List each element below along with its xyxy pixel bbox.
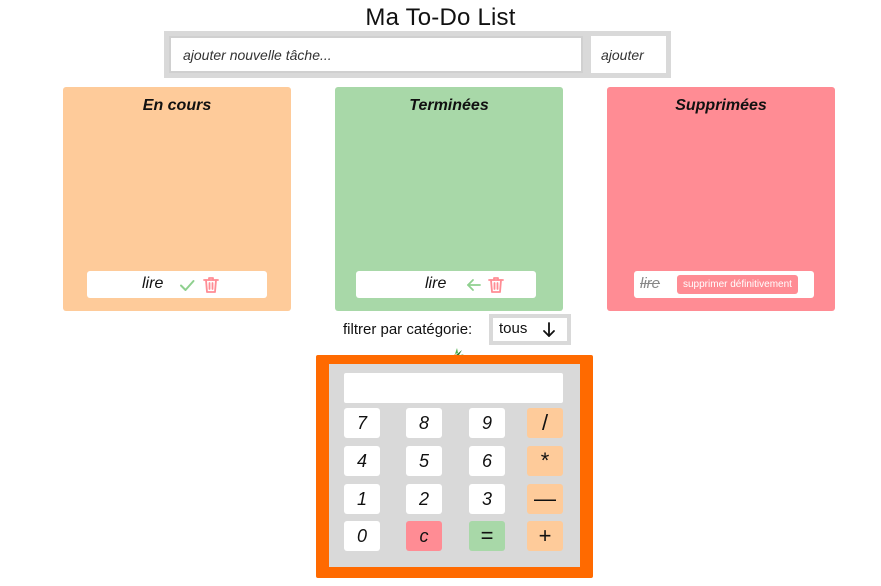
- task-item: lire: [87, 271, 267, 298]
- trash-icon[interactable]: [486, 275, 506, 295]
- column-title: Supprimées: [675, 97, 767, 114]
- task-label: lire: [640, 275, 661, 292]
- key-4[interactable]: 4: [344, 446, 380, 476]
- category-select[interactable]: tous: [489, 314, 571, 345]
- key-1[interactable]: 1: [344, 484, 380, 514]
- key-2[interactable]: 2: [406, 484, 442, 514]
- key-equals[interactable]: =: [469, 521, 505, 551]
- calculator: 7 8 9 / 4 5 6 * 1 2 3 — 0 c = +: [316, 355, 593, 578]
- key-3[interactable]: 3: [469, 484, 505, 514]
- key-clear[interactable]: c: [406, 521, 442, 551]
- key-multiply[interactable]: *: [527, 446, 563, 476]
- key-8[interactable]: 8: [406, 408, 442, 438]
- key-5[interactable]: 5: [406, 446, 442, 476]
- column-in-progress: En cours lire: [63, 87, 291, 311]
- key-add[interactable]: +: [527, 521, 563, 551]
- page-title: Ma To-Do List: [365, 4, 516, 31]
- key-6[interactable]: 6: [469, 446, 505, 476]
- delete-permanently-button[interactable]: supprimer définitivement: [677, 275, 798, 294]
- task-label: lire: [425, 275, 447, 292]
- filter-label: filtrer par catégorie:: [343, 321, 473, 338]
- category-select-value: tous: [499, 320, 528, 337]
- task-item: lire supprimer définitivement: [634, 271, 814, 298]
- add-task-button[interactable]: ajouter: [591, 36, 666, 73]
- category-select-box[interactable]: tous: [493, 318, 567, 341]
- calculator-body: 7 8 9 / 4 5 6 * 1 2 3 — 0 c = +: [329, 364, 580, 567]
- task-item: lire: [356, 271, 536, 298]
- arrow-left-icon[interactable]: [464, 275, 484, 295]
- key-0[interactable]: 0: [344, 521, 380, 551]
- check-icon[interactable]: [177, 275, 197, 295]
- column-completed: Terminées lire: [335, 87, 563, 311]
- new-task-input[interactable]: [169, 36, 583, 73]
- column-title: En cours: [142, 97, 212, 114]
- add-task-form: ajouter: [164, 31, 671, 78]
- trash-icon[interactable]: [201, 275, 221, 295]
- calculator-display: [344, 373, 563, 403]
- column-title: Terminées: [409, 97, 489, 114]
- key-7[interactable]: 7: [344, 408, 380, 438]
- key-9[interactable]: 9: [469, 408, 505, 438]
- arrow-down-icon: [541, 321, 557, 339]
- column-deleted: Supprimées lire supprimer définitivement: [607, 87, 835, 311]
- key-divide[interactable]: /: [527, 408, 563, 438]
- task-label: lire: [142, 275, 164, 292]
- key-subtract[interactable]: —: [527, 484, 563, 514]
